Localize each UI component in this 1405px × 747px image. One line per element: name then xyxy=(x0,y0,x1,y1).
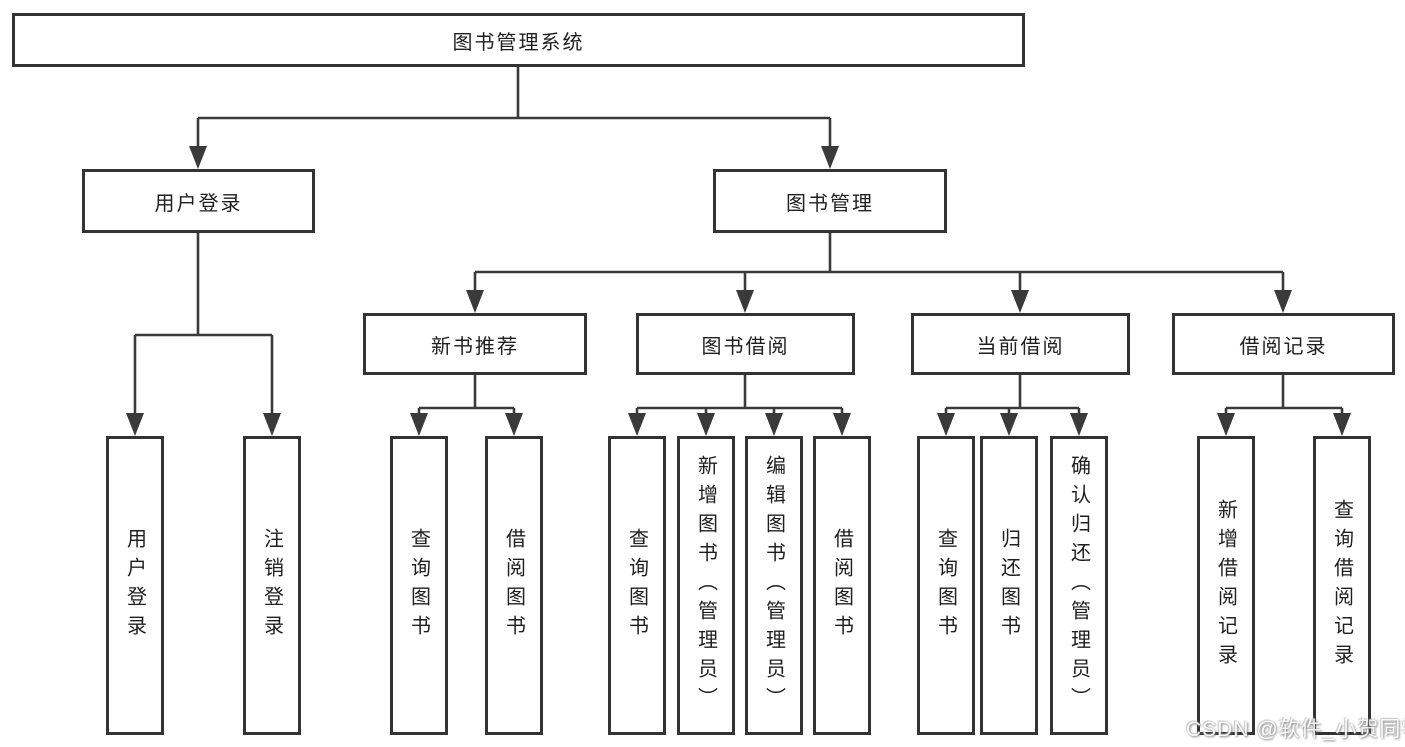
node-current-query-books: 查询图书 xyxy=(917,436,975,735)
node-borrow-query-books: 查询图书 xyxy=(608,436,666,735)
csdn-watermark: CSDN @软件_小贺同学 xyxy=(1186,718,1405,741)
node-label: 编辑图书（管理员） xyxy=(762,455,785,716)
node-label: 新增图书（管理员） xyxy=(694,455,717,716)
node-new-book-recommend: 新书推荐 xyxy=(363,313,587,375)
node-label: 新增借阅记录 xyxy=(1214,498,1237,673)
arrow-down-icon xyxy=(821,146,839,169)
arrow-down-icon xyxy=(697,413,715,436)
arrow-down-icon xyxy=(1000,413,1018,436)
node-logout-login: 注销登录 xyxy=(243,436,301,735)
arrowheads xyxy=(126,146,1351,436)
node-recommend-query-books: 查询图书 xyxy=(390,436,448,735)
node-label: 注销登录 xyxy=(260,527,283,644)
node-label: 用户登录 xyxy=(154,192,243,215)
arrow-down-icon xyxy=(1217,413,1235,436)
arrow-down-icon xyxy=(765,413,783,436)
node-confirm-return-admin: 确认归还（管理员） xyxy=(1050,436,1108,735)
node-label: 查询图书 xyxy=(934,527,957,644)
node-borrow-borrow-books: 借阅图书 xyxy=(813,436,871,735)
node-book-borrow: 图书借阅 xyxy=(636,313,855,375)
node-label: 确认归还（管理员） xyxy=(1067,455,1090,716)
arrow-down-icon xyxy=(1011,290,1029,313)
node-label: 归还图书 xyxy=(997,527,1020,644)
node-label: 新书推荐 xyxy=(431,335,519,358)
connector-root-to-level2 xyxy=(196,67,832,146)
connector-user-login-children xyxy=(133,233,274,414)
node-label: 借阅记录 xyxy=(1239,335,1328,358)
arrow-down-icon xyxy=(263,413,281,436)
arrow-down-icon xyxy=(937,413,955,436)
arrow-down-icon xyxy=(410,413,428,436)
arrow-down-icon xyxy=(189,146,207,169)
node-label: 当前借阅 xyxy=(976,335,1065,358)
arrow-down-icon xyxy=(628,413,646,436)
node-add-borrow-record: 新增借阅记录 xyxy=(1197,436,1255,735)
arrow-down-icon xyxy=(1274,290,1292,313)
node-root-system: 图书管理系统 xyxy=(12,13,1025,67)
node-add-books-admin: 新增图书（管理员） xyxy=(677,436,735,735)
connector-current-borrow-children xyxy=(944,375,1081,414)
node-label: 借阅图书 xyxy=(502,527,525,644)
arrow-down-icon xyxy=(126,413,144,436)
arrow-down-icon xyxy=(1333,413,1351,436)
node-label: 查询借阅记录 xyxy=(1330,498,1353,673)
node-user-login: 用户登录 xyxy=(82,169,315,233)
node-current-borrow: 当前借阅 xyxy=(911,313,1130,375)
connector-book-management-children xyxy=(473,233,1285,291)
node-label: 查询图书 xyxy=(625,527,648,644)
node-borrow-records: 借阅记录 xyxy=(1172,313,1395,375)
node-label: 用户登录 xyxy=(123,527,146,644)
connector-borrow-records-children xyxy=(1224,375,1344,414)
arrow-down-icon xyxy=(1070,413,1088,436)
node-label: 借阅图书 xyxy=(830,527,853,644)
node-return-books: 归还图书 xyxy=(980,436,1038,735)
node-label: 查询图书 xyxy=(407,527,430,644)
arrow-down-icon xyxy=(736,290,754,313)
node-book-management: 图书管理 xyxy=(713,169,947,233)
node-recommend-borrow-books: 借阅图书 xyxy=(485,436,543,735)
node-edit-books-admin: 编辑图书（管理员） xyxy=(745,436,803,735)
arrow-down-icon xyxy=(505,413,523,436)
node-query-borrow-record: 查询借阅记录 xyxy=(1313,436,1371,735)
connector-new-book-recommend-children xyxy=(417,375,516,414)
node-label: 图书管理 xyxy=(786,192,874,215)
arrow-down-icon xyxy=(466,290,484,313)
arrow-down-icon xyxy=(833,413,851,436)
node-label: 图书管理系统 xyxy=(452,31,585,54)
node-label: 图书借阅 xyxy=(701,335,790,358)
node-user-login-action: 用户登录 xyxy=(106,436,164,735)
connector-book-borrow-children xyxy=(635,375,844,414)
